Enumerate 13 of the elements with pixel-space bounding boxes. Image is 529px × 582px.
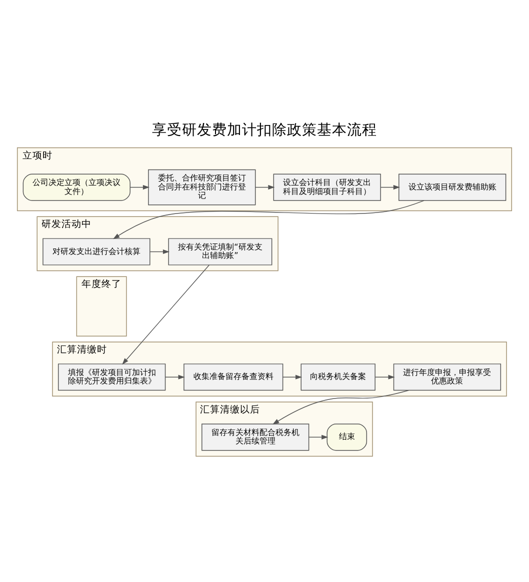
arrow — [308, 434, 328, 440]
arrow — [150, 249, 170, 254]
arrow — [165, 374, 185, 380]
arrow — [374, 374, 395, 380]
diagram-title: 享受研发费加计扣除政策基本流程 — [152, 122, 377, 139]
arrow — [112, 200, 424, 240]
node-box: 年度终了 — [76, 276, 127, 336]
arrow — [255, 185, 275, 190]
arrow — [122, 264, 210, 365]
arrow — [282, 374, 302, 380]
arrow — [380, 185, 400, 190]
arrow — [272, 390, 409, 424]
arrow — [130, 185, 150, 190]
